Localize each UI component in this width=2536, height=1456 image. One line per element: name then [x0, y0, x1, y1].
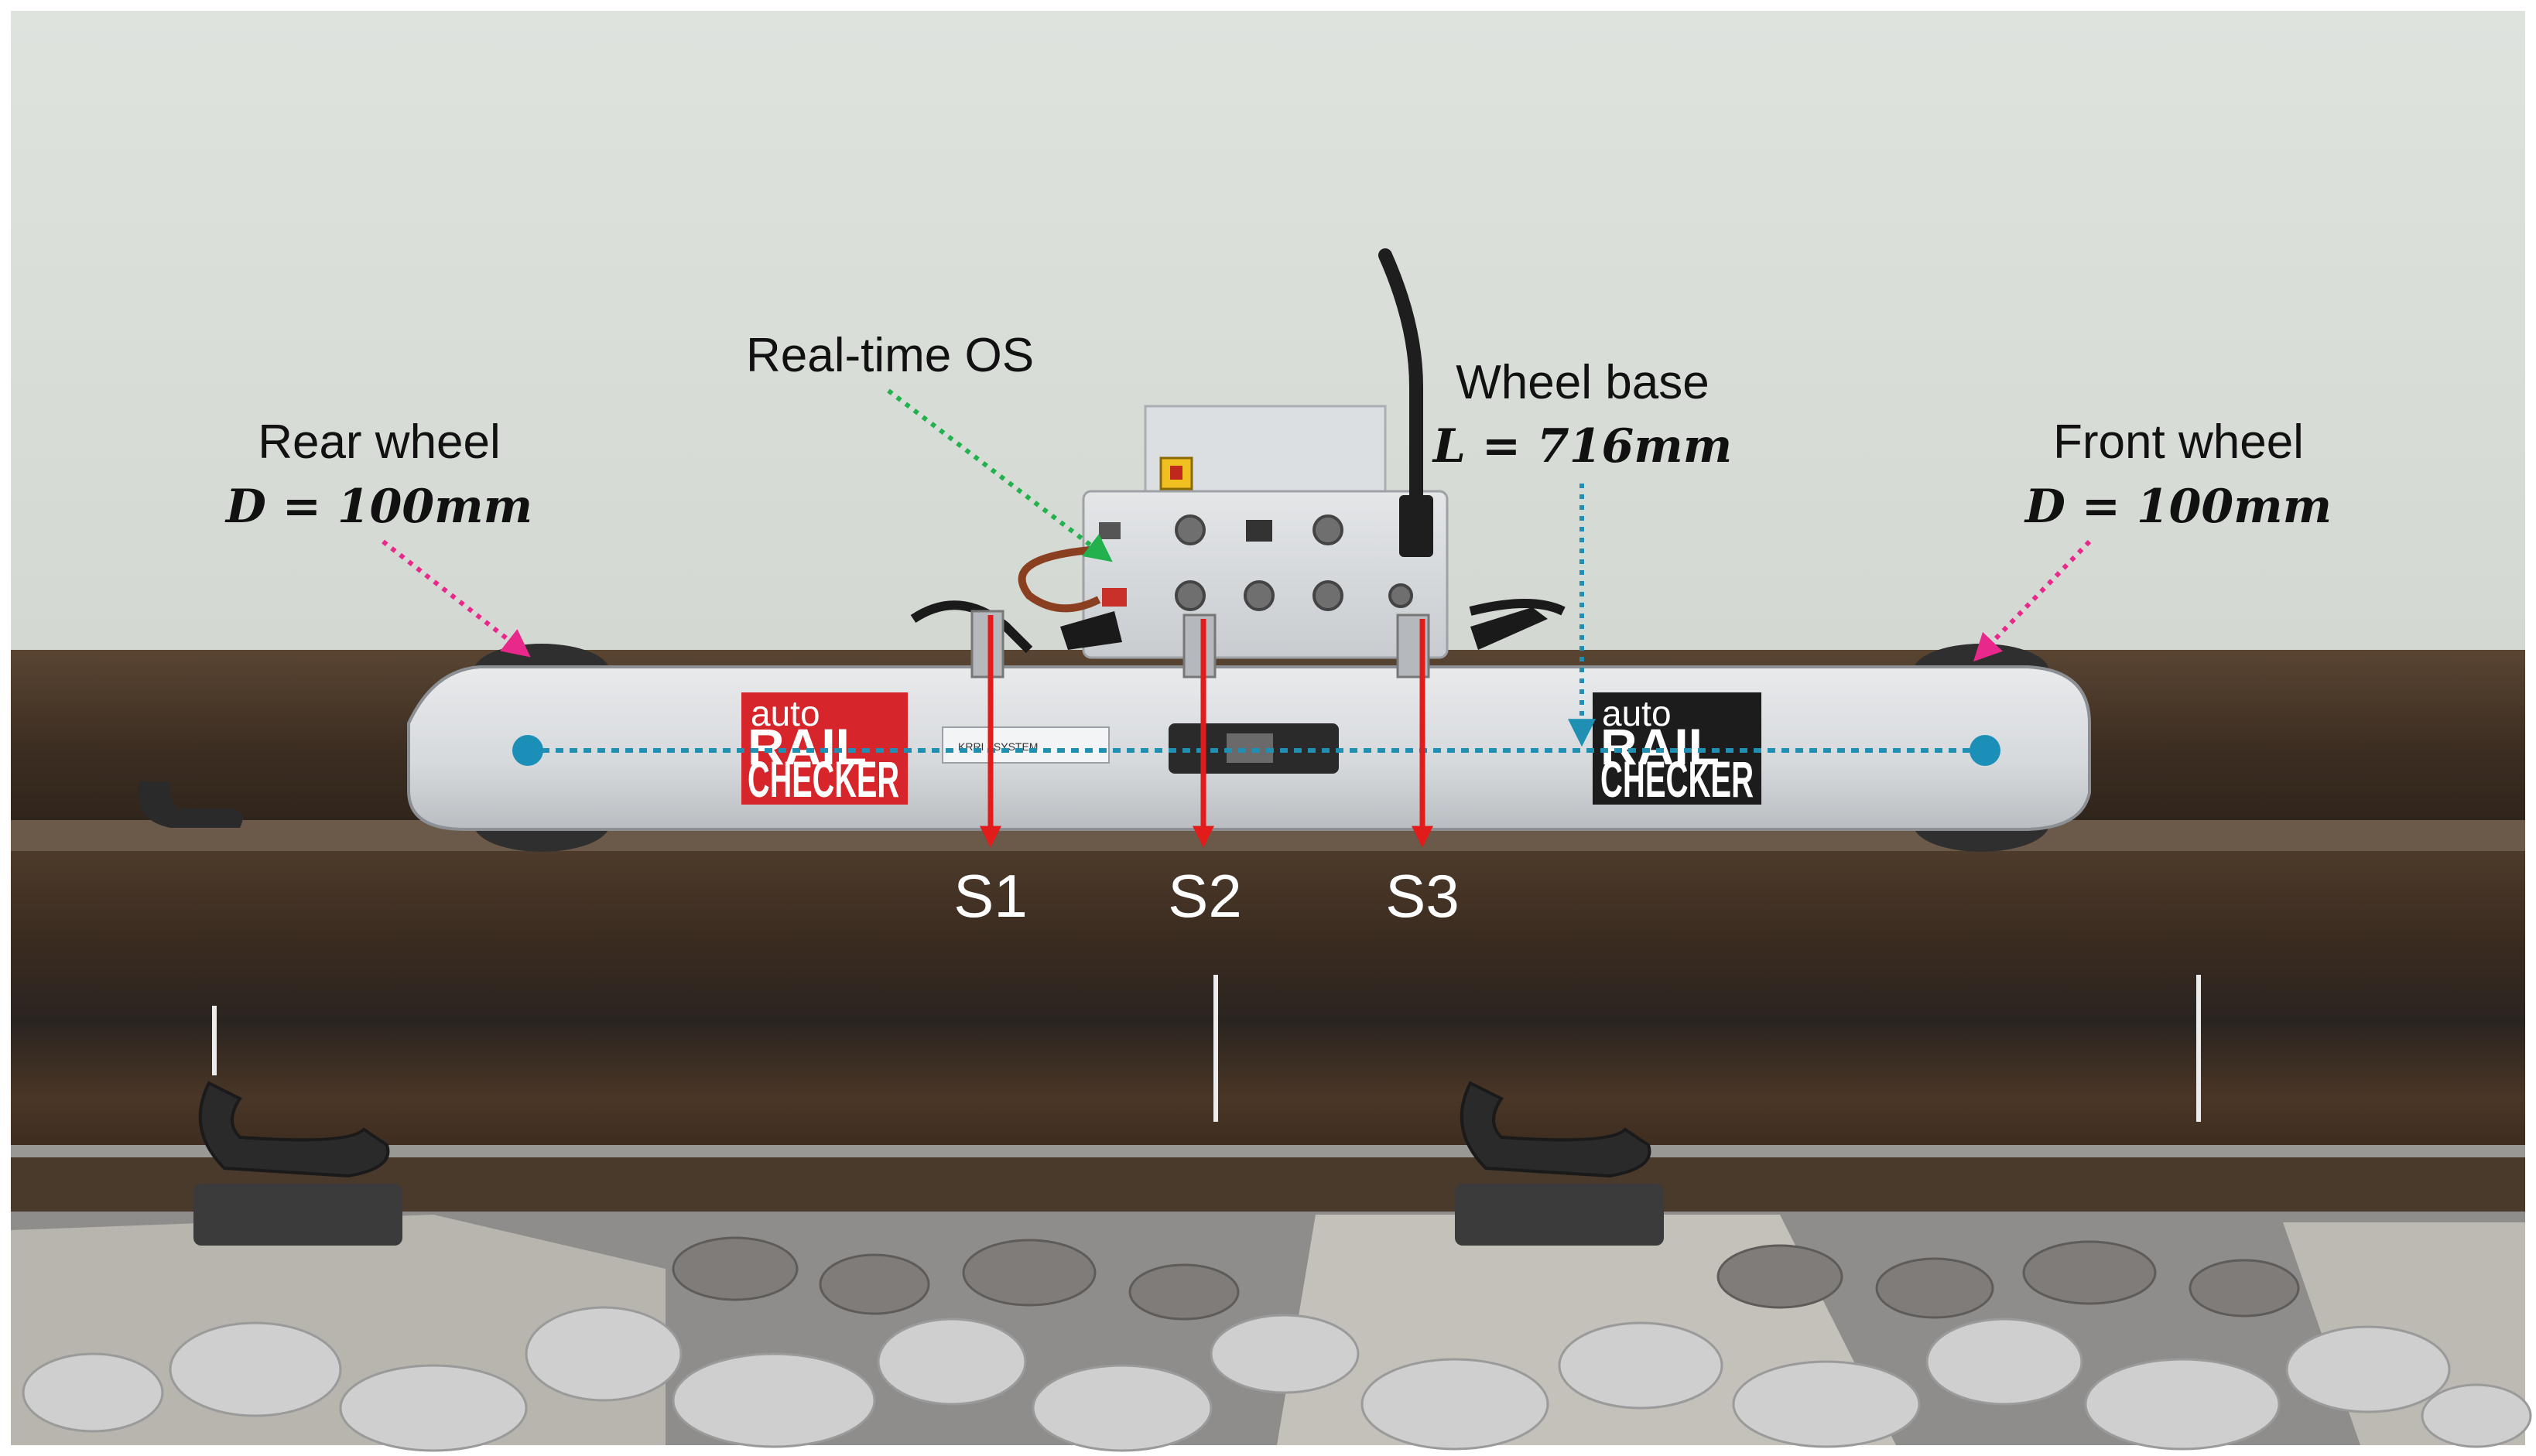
rail-clips [138, 781, 1664, 1246]
realtime-os-leader [887, 388, 1113, 562]
logo-rear-line1: RAIL [748, 718, 867, 775]
antenna [1378, 248, 1423, 549]
sensor-s1-label: S1 [953, 862, 1027, 930]
front-axle-dot [1970, 735, 2000, 766]
ballast-ground [11, 1207, 2532, 1452]
logo-rear-line2: CHECKER [748, 750, 899, 808]
sensor-s2-label: S2 [1168, 862, 1241, 930]
wheel-base-formula: L = 716mm [1432, 419, 1732, 473]
wheel-base-title: Wheel base [1456, 356, 1709, 409]
logo-front-small: auto [1602, 693, 1672, 733]
logo-rear-small: auto [751, 693, 820, 733]
control-box [910, 405, 1566, 659]
sensor-s3-label: S3 [1385, 862, 1459, 930]
logo-front-line1: RAIL [1600, 718, 1720, 775]
realtime-os-label: Real-time OS [746, 329, 1034, 382]
front-wheel-formula: D = 100mm [2024, 480, 2332, 534]
logo-front-line2: CHECKER [1600, 750, 1754, 808]
rear-wheel-title: Rear wheel [258, 415, 501, 469]
rear-wheel-formula: D = 100mm [224, 480, 532, 534]
front-wheel-leader [1973, 539, 2092, 662]
rear-axle-dot [512, 735, 543, 766]
front-wheel-title: Front wheel [2053, 415, 2304, 469]
svg-text:KRRI · SYSTEM: KRRI · SYSTEM [958, 740, 1038, 753]
rear-wheel-leader [382, 539, 531, 658]
